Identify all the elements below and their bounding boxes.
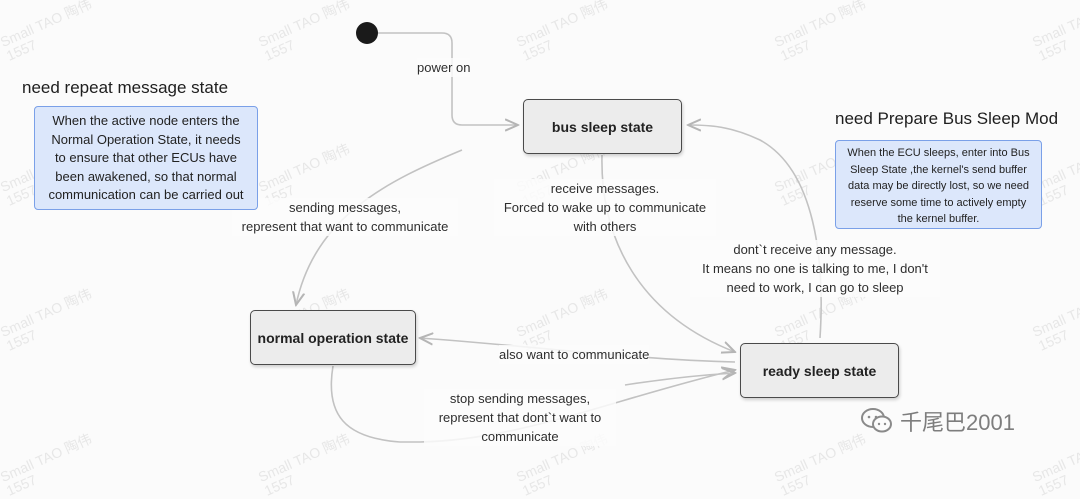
label-sending-messages: sending messages, represent that want to… — [232, 198, 458, 236]
label-also-want: also want to communicate — [499, 345, 650, 364]
label-stop-sending: stop sending messages, represent that do… — [424, 389, 616, 446]
sending-messages-line-2: represent that want to communicate — [241, 219, 449, 234]
normal-operation-state-label: normal operation state — [257, 329, 409, 346]
prepare-note-line-3: data may be directly lost, so we need — [848, 180, 1029, 192]
sending-messages-line-1: sending messages, — [288, 200, 401, 215]
brand-text: 千尾巴2001 — [900, 410, 1015, 435]
edge-initial-to-bus-sleep — [378, 32, 518, 125]
stop-sending-line-3: communicate — [481, 429, 559, 444]
dont-receive-line-2: It means no one is talking to me, I don'… — [702, 261, 928, 276]
repeat-note-line-2: Normal Operation State, it needs — [51, 131, 241, 147]
label-receive-messages: receive messages. Forced to wake up to c… — [494, 179, 716, 236]
dont-receive-line-3: need to work, I can go to sleep — [726, 280, 904, 295]
also-want-text: also want to communicate — [499, 347, 650, 362]
bus-sleep-state-label: bus sleep state — [551, 118, 654, 135]
repeat-note-line-5: communication can be carried out — [48, 187, 244, 202]
prepare-note-line-5: the kernel buffer. — [897, 213, 980, 225]
receive-messages-line-2: Forced to wake up to communicate — [503, 200, 707, 215]
repeat-message-heading: need repeat message state — [22, 78, 229, 97]
ready-sleep-state[interactable]: ready sleep state — [740, 343, 899, 398]
label-power-on: power on — [417, 58, 471, 77]
prepare-note-line-1: When the ECU sleeps, enter into Bus — [847, 147, 1030, 159]
repeat-note-line-1: When the active node enters the — [52, 113, 240, 128]
repeat-message-note: When the active node enters the Normal O… — [34, 106, 258, 210]
prepare-bus-sleep-heading: need Prepare Bus Sleep Mod — [835, 109, 1059, 128]
stop-sending-line-2: represent that dont`t want to — [438, 410, 602, 425]
edge-normal-to-ready-return — [624, 373, 735, 386]
dont-receive-line-1: dont`t receive any message. — [733, 242, 897, 257]
normal-operation-state[interactable]: normal operation state — [250, 310, 416, 365]
stop-sending-line-1: stop sending messages, — [449, 391, 591, 406]
initial-state-dot — [356, 22, 378, 44]
prepare-note-line-4: reserve some time to actively empty — [850, 196, 1027, 209]
label-power-on-text: power on — [417, 60, 471, 75]
repeat-note-line-3: to ensure that other ECUs have — [54, 150, 238, 165]
bus-sleep-state[interactable]: bus sleep state — [523, 99, 682, 154]
receive-messages-line-3: with others — [573, 219, 637, 234]
label-dont-receive: dont`t receive any message. It means no … — [690, 240, 940, 297]
brand-badge: 千尾巴2001 — [860, 405, 1015, 437]
receive-messages-line-1: receive messages. — [550, 181, 660, 196]
ready-sleep-state-label: ready sleep state — [762, 362, 877, 379]
prepare-bus-sleep-note: When the ECU sleeps, enter into Bus Slee… — [835, 140, 1042, 229]
repeat-note-line-4: been awakened, so that normal — [55, 168, 237, 184]
chat-bubbles-icon — [861, 408, 892, 433]
prepare-note-line-2: Sleep State ,the kernel's send buffer — [850, 163, 1027, 176]
